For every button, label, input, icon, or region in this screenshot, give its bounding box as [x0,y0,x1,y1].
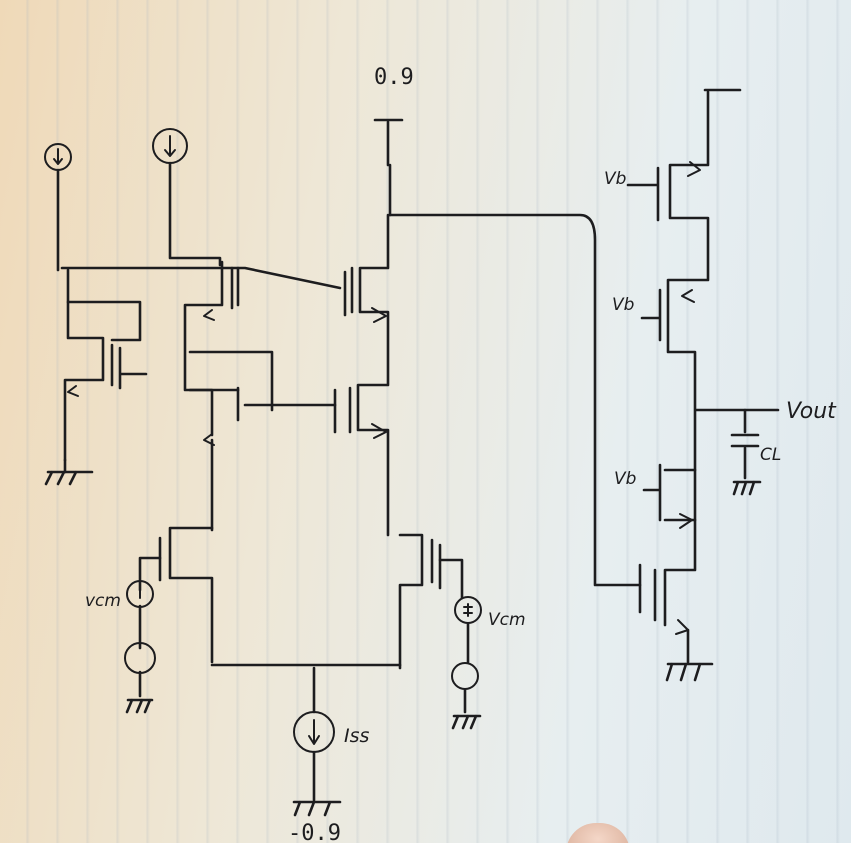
second-stage: Vb Vb Vb [604,88,742,682]
vb-low-label: Vb [614,469,636,489]
vss-label: -0.9 [288,821,341,843]
input-diff-pair-right: Vcm [398,533,526,730]
vdd-rail: 0.9 [373,65,414,217]
vcm-right-label: Vcm [488,610,526,630]
vdd-label: 0.9 [374,65,414,90]
input-diff-pair-left: vcm [85,526,214,714]
bias-transistor-left [44,266,342,486]
iss-label: Iss [344,725,370,747]
first-stage-pmos-cascode [333,213,642,587]
output-node: Vout CL [694,399,837,496]
bias-current-source-1 [44,143,72,272]
bias-transistor-middle [183,260,337,532]
vb-mid-label: Vb [612,295,634,315]
bias-current-source-2 [152,128,222,267]
vcm-left-label: vcm [85,591,121,611]
tail-current-source: Iss -0.9 [210,663,402,843]
cl-label: CL [760,445,781,465]
vb-top-label: Vb [604,169,626,189]
thumb-in-photo [566,823,630,843]
vout-label: Vout [786,399,837,424]
